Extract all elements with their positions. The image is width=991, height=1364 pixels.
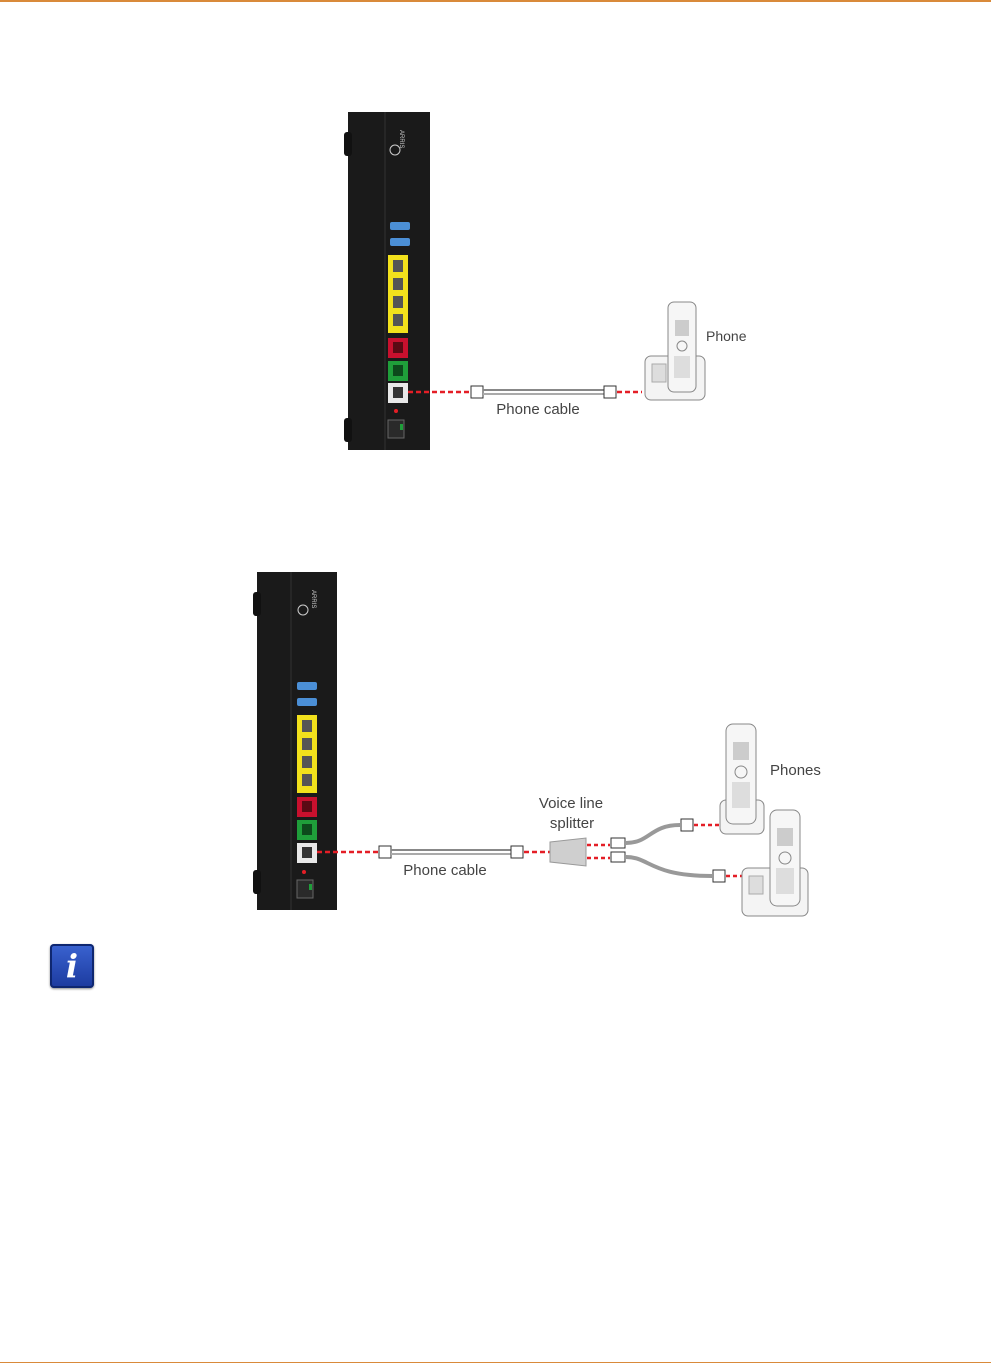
phone-cable-label: Phone cable bbox=[496, 401, 579, 418]
phone-cable bbox=[317, 846, 550, 858]
splitter-label-line2: splitter bbox=[550, 815, 594, 832]
usb-port bbox=[390, 222, 410, 230]
usb-port bbox=[390, 238, 410, 246]
phone-cable bbox=[408, 386, 642, 398]
phones-label: Phones bbox=[770, 762, 821, 779]
footer-rule bbox=[0, 1362, 991, 1363]
cordless-phone bbox=[645, 302, 705, 400]
brand-logo: ARRIS bbox=[310, 590, 316, 608]
phone-cable-label: Phone cable bbox=[403, 862, 486, 879]
brand-logo: ARRIS bbox=[398, 130, 404, 148]
phone-label: Phone bbox=[706, 328, 747, 344]
single-phone-diagram: ARRIS Phone cable bbox=[0, 100, 991, 460]
header-rule bbox=[0, 0, 991, 2]
cordless-phone bbox=[720, 724, 764, 834]
info-icon: i bbox=[50, 944, 94, 988]
modem-rear-panel: ARRIS bbox=[344, 112, 430, 450]
modem-rear-panel: ARRIS bbox=[253, 572, 337, 910]
splitter-label-line1: Voice line bbox=[539, 795, 603, 812]
usb-port bbox=[297, 682, 317, 690]
splitter-diagram: ARRIS Phone cable bbox=[0, 560, 991, 930]
usb-port bbox=[297, 698, 317, 706]
